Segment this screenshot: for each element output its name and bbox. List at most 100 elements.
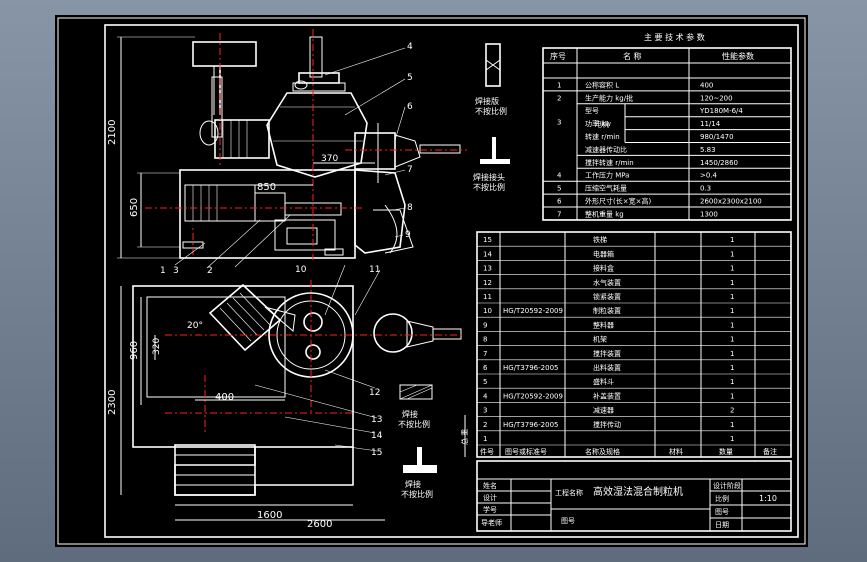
tb-proj-name: 高效湿法混合制粒机 [593, 485, 683, 498]
balloon-7: 7 [407, 165, 413, 175]
tb-tutor: 导老师 [481, 518, 502, 527]
title-block [476, 460, 792, 532]
dim-400: 400 [215, 392, 234, 403]
parts-header-name: 名称及规格 [585, 447, 620, 456]
drawing-sheet: 2100 650 850 370 [55, 15, 808, 547]
tech-header-no: 序号 [550, 51, 566, 61]
parts-row-name: 锁紧装置 [593, 292, 621, 301]
parts-row-no: 10 [483, 307, 492, 315]
tech-row-no: 4 [557, 172, 562, 180]
weld-note-2b: 不按比例 [473, 182, 505, 192]
balloon-9: 9 [405, 230, 411, 240]
parts-list-table [464, 231, 792, 458]
parts-row-name: 补盖装置 [593, 391, 621, 400]
dim-2300: 2300 [107, 390, 118, 415]
balloon-12: 12 [369, 388, 380, 398]
balloon-4: 4 [407, 42, 413, 52]
weld-detail-4 [403, 447, 437, 473]
tech-header-value: 性能参数 [722, 51, 754, 61]
balloon-15: 15 [371, 448, 382, 458]
parts-row-name: 搅拌装置 [593, 349, 621, 358]
balloon-13: 13 [371, 415, 382, 425]
parts-row-code: HG/T20592-2009 [503, 307, 563, 315]
tb-sheet: 图号 [715, 508, 729, 516]
ladder [174, 444, 256, 496]
dim-370: 370 [321, 154, 338, 164]
tech-row-name: 公称容积 L [585, 80, 619, 89]
dim-angle: 20° [187, 321, 203, 331]
tb-student: 学号 [483, 505, 497, 514]
tech-row-name: 工作压力 MPa [585, 171, 629, 180]
front-view [117, 29, 467, 260]
tech-row-value: 0.3 [700, 185, 711, 193]
dim-1600: 1600 [257, 510, 282, 521]
parts-row-no: 7 [483, 350, 487, 358]
parts-row-no: 2 [483, 421, 487, 429]
weld-note-3a: 焊接 [402, 409, 418, 419]
weld-note-1b: 不按比例 [475, 106, 507, 116]
parts-row-qty: 1 [730, 378, 734, 386]
gear-motor [184, 184, 256, 222]
parts-row-qty: 1 [730, 421, 734, 429]
tech-row-name: 压缩空气耗量 [585, 184, 627, 193]
parts-header-material: 材料 [669, 447, 683, 456]
dim-2100: 2100 [107, 120, 118, 145]
parts-row-no: 12 [483, 279, 492, 287]
parts-row-no: 13 [483, 265, 492, 273]
drawing-frame [104, 24, 799, 538]
tech-row-name: 型号 [585, 106, 599, 115]
parts-row-no: 15 [483, 236, 492, 244]
reducer [274, 219, 336, 251]
parts-row-name: 盛料斗 [593, 377, 614, 386]
tech-row-value: 1300 [700, 210, 718, 218]
parts-row-no: 11 [483, 293, 492, 301]
balloon-2: 2 [207, 266, 213, 276]
tb-check: 设计 [483, 493, 497, 502]
tech-row-value: 120~200 [700, 94, 733, 102]
motor [214, 119, 270, 159]
impeller-hub [303, 312, 323, 332]
engineering-drawing: 2100 650 850 370 [57, 17, 806, 545]
tech-row-no: 5 [557, 185, 561, 193]
weld-note-3b: 不按比例 [398, 419, 430, 429]
parts-row-name: 铁梯 [593, 235, 607, 244]
parts-row-qty: 1 [730, 392, 734, 400]
tb-stage: 设计阶段 [713, 481, 741, 490]
tech-row-sub: 电机 [595, 120, 609, 129]
tech-row-value: 5.83 [700, 146, 716, 154]
parts-row-qty: 1 [730, 250, 734, 258]
parts-row-code: HG/T3796-2005 [503, 364, 558, 372]
tb-proj-label: 工程名称 [555, 488, 583, 497]
tech-row-value: YD180M-6/4 [699, 107, 743, 115]
parts-row-name: 电器箱 [593, 249, 614, 258]
parts-row-name: 机架 [593, 335, 607, 344]
tech-header-name: 名 称 [623, 51, 642, 61]
top-view [120, 264, 465, 521]
balloon-1: 1 [160, 266, 166, 276]
mixing-vessel [266, 92, 368, 178]
parts-row-no: 1 [483, 435, 487, 443]
dim-850: 850 [257, 182, 276, 193]
parts-row-qty: 1 [730, 336, 734, 344]
tech-row-name: 外形尺寸(长×宽×高) [585, 197, 651, 206]
parts-row-name: 减速器 [593, 406, 614, 415]
parts-header-note: 备注 [763, 447, 777, 456]
inner-outline [146, 296, 286, 398]
weld-detail-3 [399, 384, 433, 400]
chopper-top [373, 313, 413, 353]
parts-side-label: 总 重 [460, 429, 469, 445]
weld-note-4a: 焊接 [405, 479, 421, 489]
dim-960: 960 [129, 341, 140, 360]
dim-320: 320 [152, 338, 162, 355]
parts-header-qty: 数量 [719, 447, 733, 456]
tech-row-no: 6 [557, 198, 562, 206]
weld-note-1a: 焊接版 [475, 96, 499, 106]
dim-650: 650 [129, 198, 140, 217]
tech-row-value: >0.4 [700, 172, 718, 180]
parts-row-qty: 1 [730, 236, 734, 244]
tech-row-no: 2 [557, 94, 561, 102]
sheet-border [57, 17, 806, 545]
